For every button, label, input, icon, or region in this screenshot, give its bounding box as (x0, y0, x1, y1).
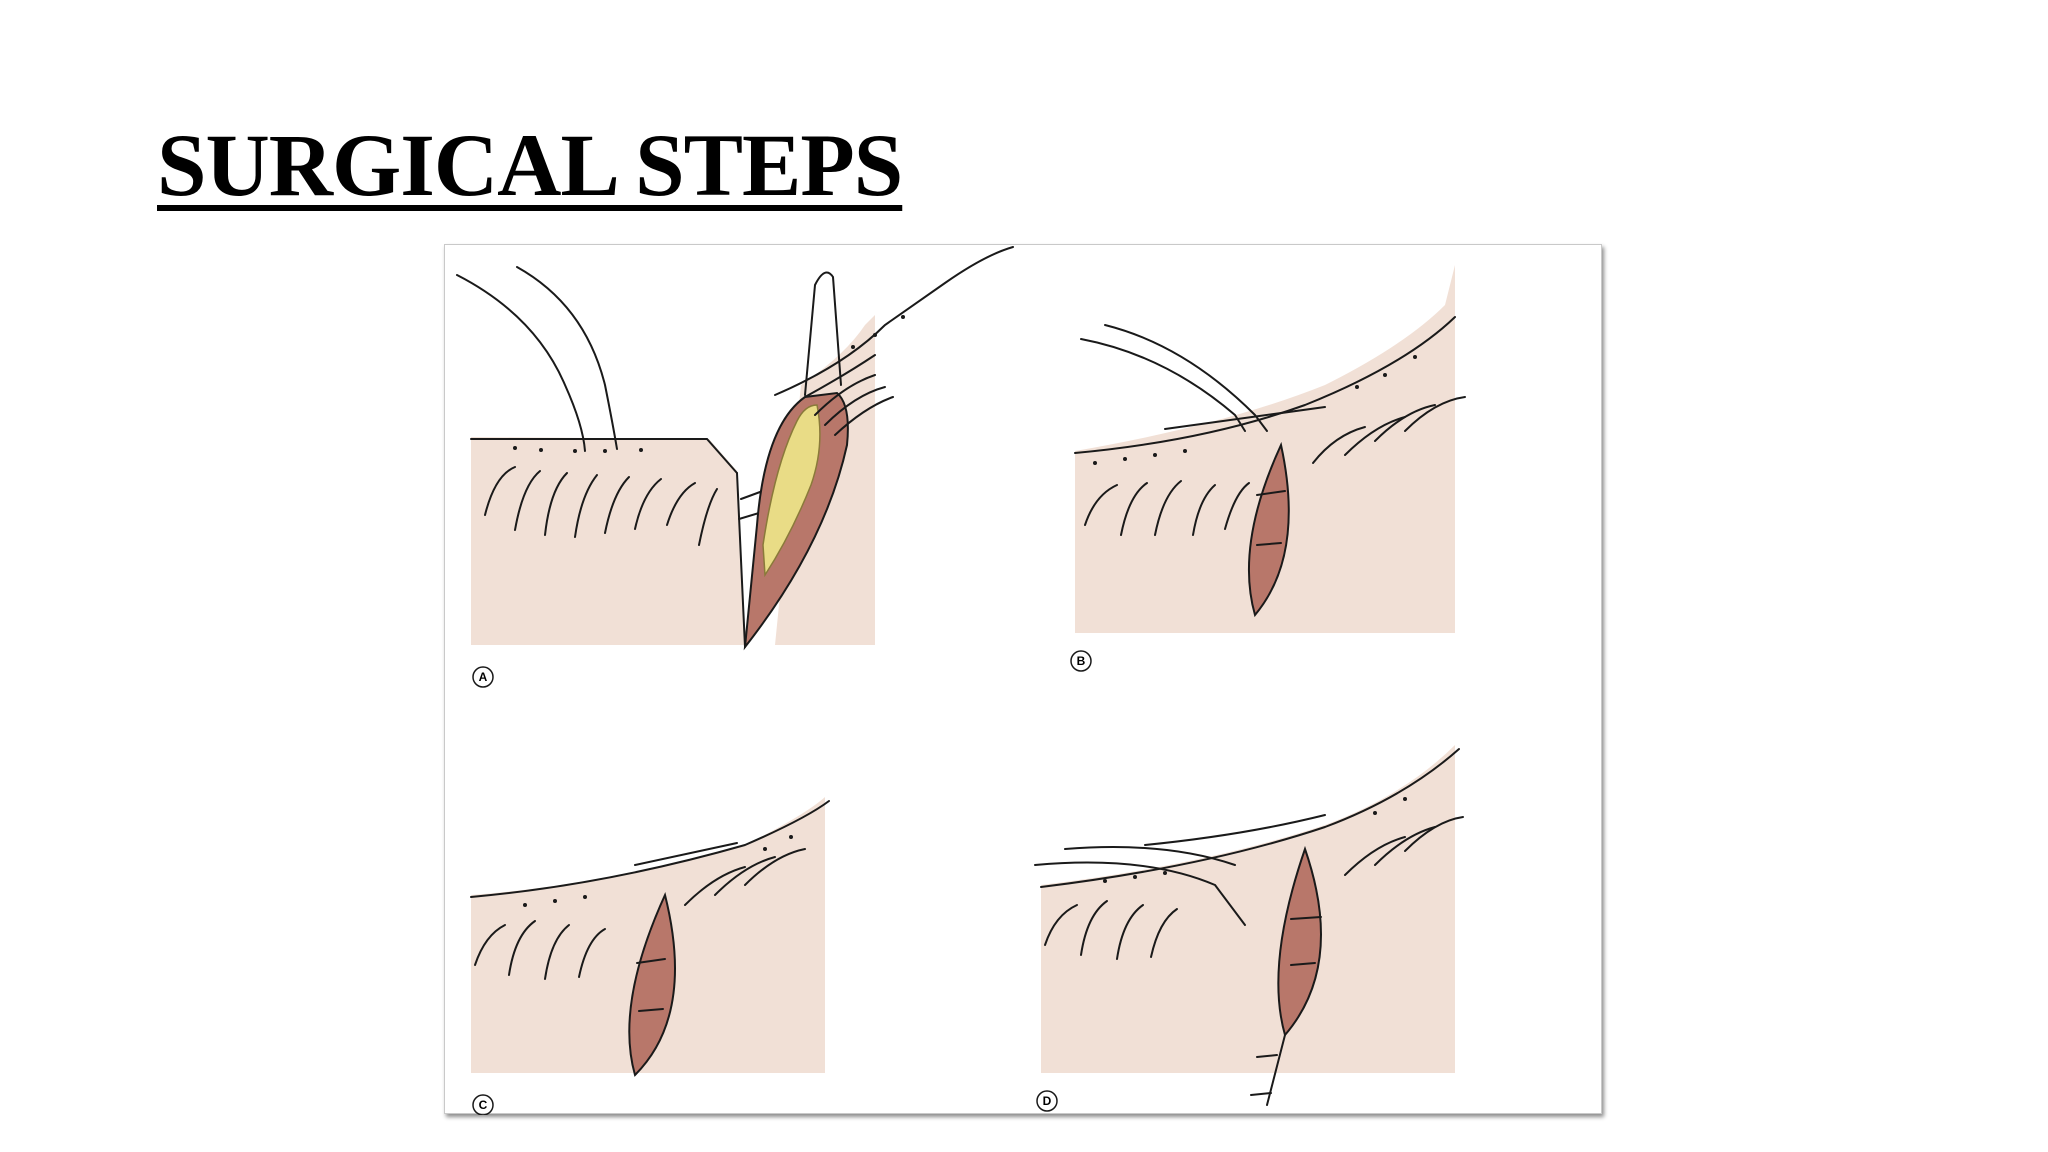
panel-label-b: B (1077, 654, 1086, 668)
panel-label-d: D (1043, 1094, 1052, 1108)
panel-label-a: A (479, 670, 488, 684)
panel-d (1034, 745, 1464, 1112)
illustration-canvas: A B C D (456, 246, 1466, 1115)
panel-label-c: C (479, 1098, 488, 1112)
slide-title: SURGICAL STEPS (157, 117, 903, 215)
panel-a (456, 246, 1014, 688)
surgical-illustration-figure: A B C D (444, 244, 1602, 1115)
panel-c (470, 797, 830, 1115)
panel-b (1070, 265, 1466, 672)
